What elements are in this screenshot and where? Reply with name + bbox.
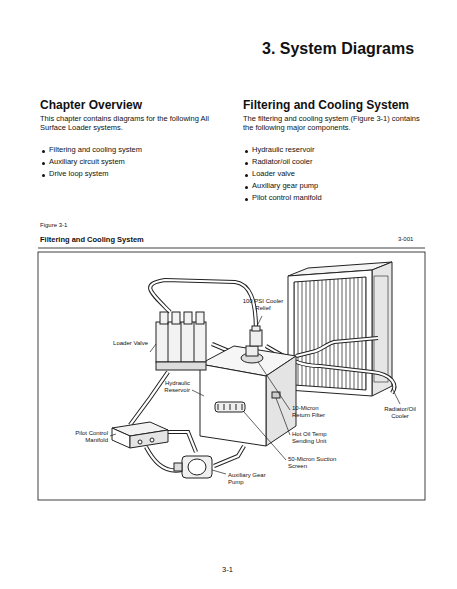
bullet-item: Radiator/oil cooler — [252, 158, 312, 167]
rule — [38, 248, 425, 249]
figure-title: Filtering and Cooling System — [40, 236, 144, 245]
callout-label: 50-Micron Suction Screen — [288, 456, 342, 470]
section-heading: Chapter Overview — [40, 98, 142, 112]
bullet-item: Auxiliary circuit system — [49, 158, 125, 167]
relief-valve — [250, 326, 262, 346]
body-text: The filtering and cooling system (Figure… — [243, 115, 428, 133]
bullet-item: Auxiliary gear pump — [252, 182, 318, 191]
page-title: 3. System Diagrams — [262, 40, 414, 59]
callout-label: Auxiliary Gear Pump — [228, 472, 270, 486]
section-heading: Filtering and Cooling System — [243, 98, 409, 112]
figure-id: 3-001 — [398, 236, 413, 243]
callout-label: Pilot Control Manifold — [56, 430, 108, 444]
bullet-item: Hydraulic reservoir — [252, 146, 315, 155]
body-text: This chapter contains diagrams for the f… — [40, 115, 225, 133]
pilot-manifold — [112, 422, 168, 448]
page-number: 3-1 — [222, 566, 233, 575]
bullet-dot — [245, 162, 248, 165]
bullet-item: Drive loop system — [49, 170, 109, 179]
callout-label: Hydraulic Reservoir — [150, 380, 190, 394]
figure-frame — [38, 252, 425, 500]
bullet-dot — [42, 150, 45, 153]
reservoir — [200, 346, 296, 446]
callout-label: Radiator/Oil Cooler — [378, 406, 422, 420]
loader-valve — [156, 312, 206, 370]
radiator — [288, 262, 392, 396]
bullet-dot — [42, 162, 45, 165]
figure-number: Figure 3-1 — [40, 222, 67, 229]
bullet-dot — [245, 174, 248, 177]
bullet-item: Filtering and cooling system — [49, 146, 142, 155]
gear-pump — [174, 456, 212, 478]
bullet-dot — [42, 174, 45, 177]
callout-label: Loader Valve — [112, 340, 148, 347]
bullet-dot — [245, 186, 248, 189]
callout-label: 10-Micron Return Filter — [292, 405, 337, 419]
bullet-item: Loader valve — [252, 170, 295, 179]
callout-label: Hot Oil Temp Sending Unit — [292, 431, 347, 445]
leader-lines — [110, 316, 400, 474]
callout-label: 100 PSI Cooler Relief — [238, 298, 288, 312]
bullet-dot — [245, 150, 248, 153]
bullet-item: Pilot control manifold — [252, 194, 322, 203]
bullet-dot — [245, 198, 248, 201]
